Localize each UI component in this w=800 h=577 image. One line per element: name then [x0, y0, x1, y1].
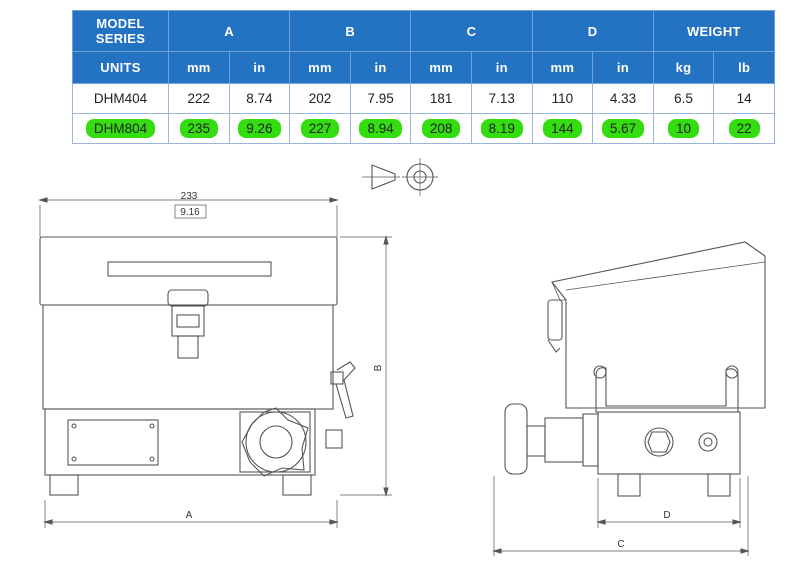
unit-cell: in	[592, 51, 654, 84]
unit-cell: mm	[168, 51, 230, 84]
value-cell: 110	[531, 83, 594, 114]
value-cell-highlighted: 208	[410, 113, 472, 144]
value-cell-highlighted: 227	[289, 113, 351, 144]
value-cell: 6.5	[652, 83, 715, 114]
highlight-mark: 144	[543, 119, 582, 138]
value-cell-highlighted: 9.26	[228, 113, 291, 144]
value-cell: 202	[289, 83, 351, 114]
unit-cell: mm	[531, 51, 594, 84]
header-c: C	[410, 10, 533, 52]
value-cell: 222	[168, 83, 230, 114]
highlight-mark: 22	[728, 119, 760, 138]
highlight-mark: 235	[179, 119, 219, 138]
unit-cell: in	[470, 51, 533, 84]
highlight-mark: 9.26	[238, 119, 281, 138]
header-model-line2: SERIES	[95, 31, 146, 46]
highlight-mark: DHM804	[85, 119, 156, 138]
header-d: D	[531, 10, 654, 52]
highlight-mark: 10	[668, 119, 700, 138]
unit-cell: in	[228, 51, 291, 84]
specification-table: MODEL SERIES A B C D WEIGHT UNITS mm in …	[72, 10, 776, 144]
dim-b-label: B	[373, 364, 384, 371]
model-cell-highlighted: DHM804	[72, 113, 169, 144]
value-cell-highlighted: 22	[713, 113, 775, 144]
highlight-mark: 8.19	[480, 119, 523, 138]
side-view	[491, 241, 766, 556]
dim-c-label: C	[617, 539, 624, 550]
table-units-row: UNITS mm in mm in mm in mm in kg lb	[72, 51, 775, 84]
header-a: A	[167, 10, 291, 52]
value-cell-highlighted: 8.94	[349, 113, 412, 144]
highlight-mark: 8.94	[359, 119, 402, 138]
unit-cell: lb	[713, 51, 775, 84]
dim-a-label: A	[186, 510, 193, 521]
value-cell: 4.33	[592, 83, 654, 114]
table-row-dhm804-highlighted: DHM804 235 9.26 227 8.94 208 8.19 144 5.…	[72, 113, 775, 144]
value-cell: 8.74	[228, 83, 291, 114]
value-cell: 14	[713, 83, 775, 114]
model-cell: DHM404	[72, 83, 169, 114]
value-cell: 181	[410, 83, 472, 114]
value-cell: 7.95	[349, 83, 412, 114]
value-cell-highlighted: 10	[652, 113, 715, 144]
units-label: UNITS	[72, 51, 169, 84]
projection-symbol-icon	[362, 158, 438, 196]
front-view	[37, 197, 392, 528]
header-weight: WEIGHT	[652, 10, 776, 52]
value-cell: 7.13	[470, 83, 533, 114]
header-model-series: MODEL SERIES	[72, 10, 169, 52]
table-row-dhm404: DHM404 222 8.74 202 7.95 181 7.13 110 4.…	[72, 83, 775, 114]
header-model-line1: MODEL	[96, 16, 145, 31]
value-cell-highlighted: 8.19	[470, 113, 533, 144]
table-header-row: MODEL SERIES A B C D WEIGHT	[72, 10, 776, 52]
highlight-mark: 208	[421, 119, 461, 138]
unit-cell: mm	[410, 51, 472, 84]
header-b: B	[289, 10, 412, 52]
value-cell-highlighted: 5.67	[592, 113, 654, 144]
dim-width-in: 9.16	[180, 207, 200, 218]
dim-width-mm: 233	[181, 191, 198, 202]
highlight-mark: 227	[300, 119, 340, 138]
value-cell-highlighted: 144	[531, 113, 594, 144]
unit-cell: kg	[652, 51, 715, 84]
unit-cell: mm	[289, 51, 351, 84]
value-cell-highlighted: 235	[168, 113, 230, 144]
dim-d-label: D	[663, 510, 670, 521]
highlight-mark: 5.67	[601, 119, 645, 138]
